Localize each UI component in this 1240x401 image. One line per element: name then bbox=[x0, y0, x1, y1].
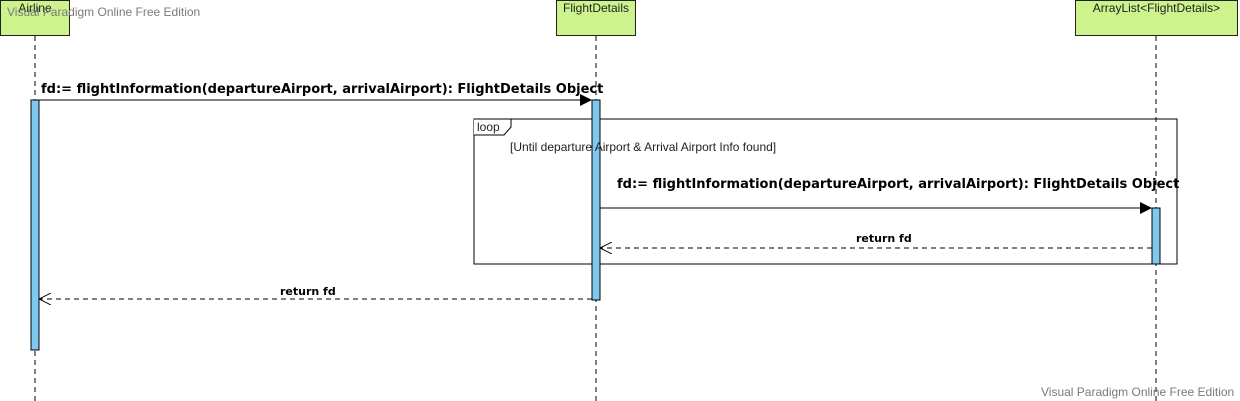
return-label-1: return fd bbox=[856, 232, 912, 245]
watermark-bottom: Visual Paradigm Online Free Edition bbox=[1041, 385, 1235, 399]
lifeline-head-airline[interactable]: Airline bbox=[0, 0, 70, 36]
watermark-top: Visual Paradigm Online Free Edition bbox=[7, 5, 201, 19]
activation-airline bbox=[30, 99, 40, 351]
message-label-1: fd:= flightInformation(departureAirport,… bbox=[41, 82, 604, 97]
message-label-2: fd:= flightInformation(departureAirport,… bbox=[617, 177, 1180, 192]
return-label-2: return fd bbox=[280, 285, 336, 298]
loop-operator-label: loop bbox=[477, 120, 500, 134]
activation-flightdetails bbox=[591, 99, 601, 301]
activation-arraylist bbox=[1151, 207, 1161, 265]
loop-operator-tab bbox=[474, 118, 512, 136]
lifeline-head-arraylist[interactable]: ArrayList<FlightDetails> bbox=[1075, 0, 1238, 36]
loop-guard-label: [Until departure Airport & Arrival Airpo… bbox=[510, 140, 777, 154]
lifeline-head-flightdetails[interactable]: FlightDetails bbox=[556, 0, 636, 36]
loop-fragment bbox=[473, 118, 1178, 265]
